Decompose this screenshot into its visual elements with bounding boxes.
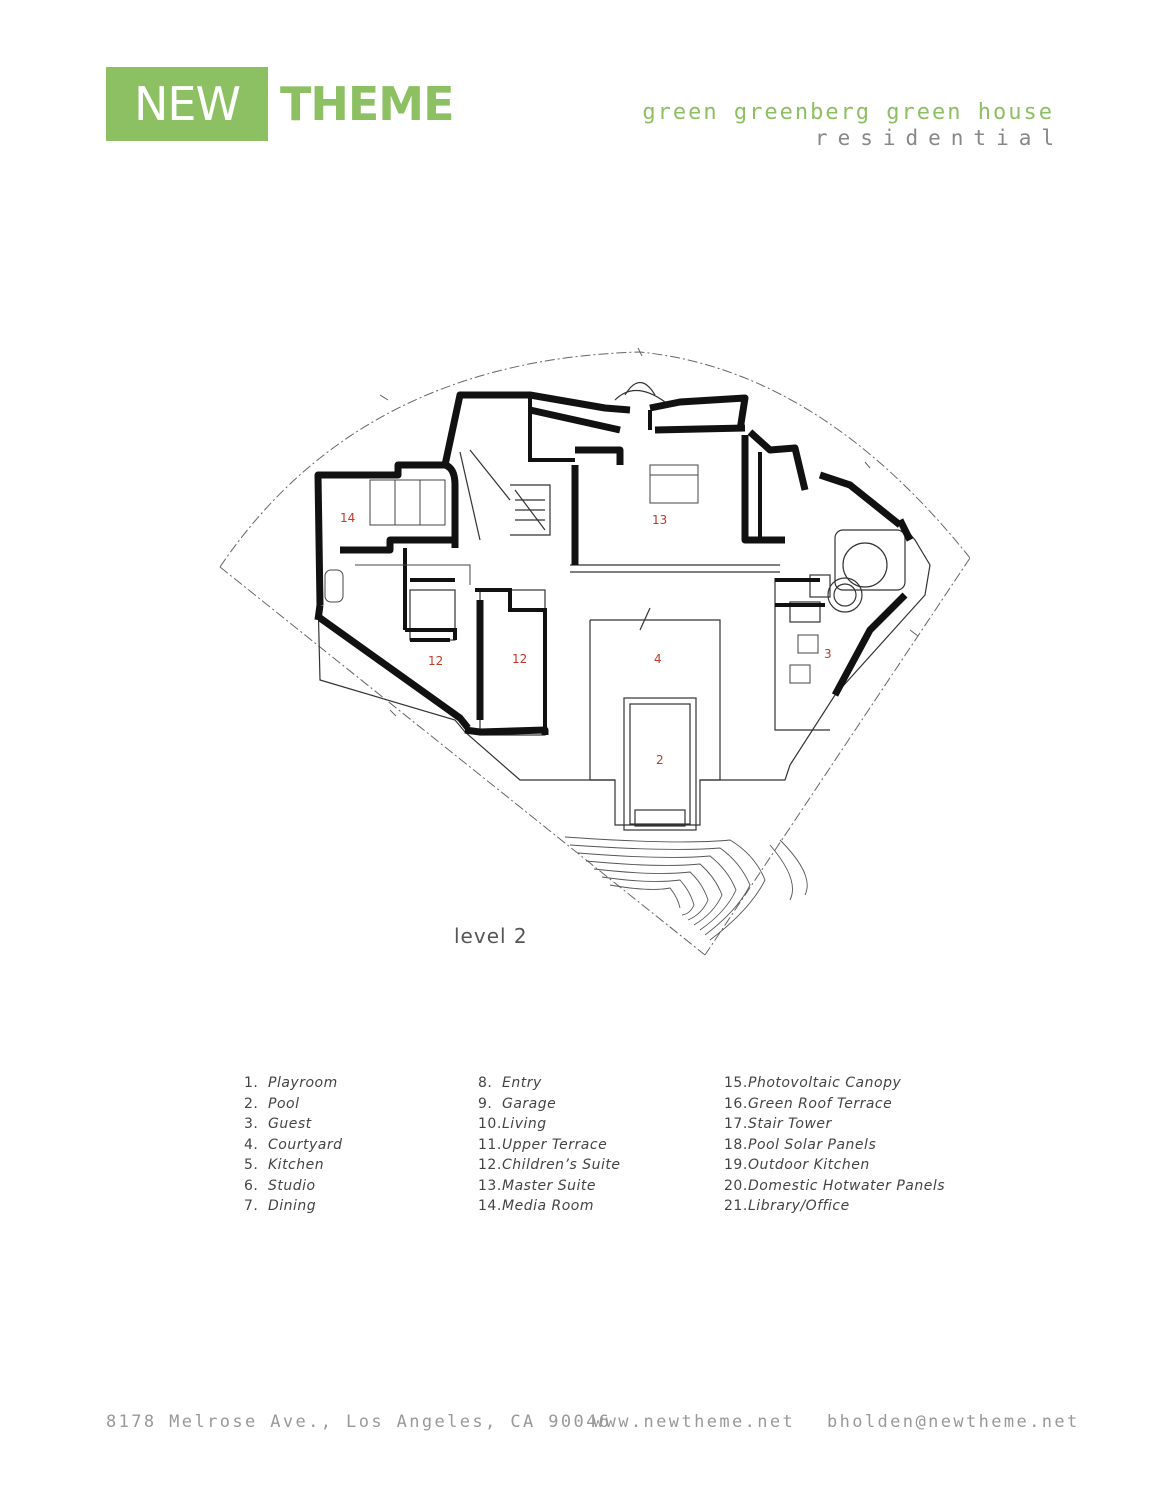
- legend-item: 7. Dining: [244, 1196, 342, 1217]
- legend-number: 3.: [244, 1116, 259, 1132]
- legend-item: 19.Outdoor Kitchen: [724, 1155, 945, 1176]
- legend-number: 16.: [724, 1095, 748, 1112]
- project-name: green greenberg green house: [642, 100, 1054, 125]
- legend-number: 15.: [724, 1075, 748, 1091]
- legend-item: 8. Entry: [478, 1073, 621, 1094]
- furniture: [324, 464, 819, 684]
- legend-number: 17.: [724, 1116, 748, 1132]
- legend-number: 19.: [724, 1157, 748, 1173]
- legend-number: 21.: [724, 1198, 748, 1214]
- legend-number: 7.: [244, 1198, 259, 1214]
- legend-item: 10.Living: [478, 1114, 621, 1135]
- legend-item: 1. Playroom: [244, 1073, 342, 1094]
- room-label-14: 14: [340, 511, 355, 525]
- legend-item: 3. Guest: [244, 1114, 342, 1135]
- legend-label: Courtyard: [268, 1136, 343, 1153]
- legend-label: Pool Solar Panels: [748, 1136, 877, 1153]
- room-label-2: 2: [656, 753, 664, 767]
- footer-website[interactable]: www.newtheme.net: [593, 1412, 796, 1432]
- logo-theme-text: THEME: [280, 77, 454, 131]
- legend-label: Playroom: [268, 1075, 338, 1091]
- legend-number: 1.: [244, 1075, 259, 1091]
- legend-column-2: 8. Entry 9. Garage 10.Living 11.Upper Terr…: [478, 1073, 621, 1217]
- room-label-3: 3: [824, 647, 832, 661]
- logo-new-text: NEW: [134, 77, 241, 131]
- project-title-block: green greenberg green house residential: [642, 100, 1054, 150]
- legend-item: 15.Photovoltaic Canopy: [724, 1073, 945, 1094]
- exterior-walls: [314, 391, 914, 736]
- legend-item: 20.Domestic Hotwater Panels: [724, 1176, 945, 1197]
- legend-label: Kitchen: [268, 1157, 325, 1173]
- footer-address: 8178 Melrose Ave., Los Angeles, CA 90046: [106, 1412, 612, 1432]
- legend-item: 12.Children’s Suite: [478, 1155, 621, 1176]
- footer-email[interactable]: bholden@newtheme.net: [827, 1412, 1080, 1432]
- legend-item: 11.Upper Terrace: [478, 1135, 621, 1156]
- room-label-12a: 12: [428, 654, 443, 668]
- legend-label: Domestic Hotwater Panels: [748, 1177, 946, 1194]
- legend-item: 9. Garage: [478, 1094, 621, 1115]
- legend-item: 6. Studio: [244, 1176, 342, 1197]
- project-type: residential: [814, 126, 1064, 150]
- floor-plan-drawing: 14 13 12 12 4 3 2: [219, 347, 970, 956]
- terrain-contours: [564, 836, 808, 941]
- legend-label: Media Room: [502, 1198, 594, 1214]
- legend-item: 13.Master Suite: [478, 1176, 621, 1197]
- interior-walls: [403, 395, 825, 730]
- legend-label: Studio: [268, 1177, 316, 1194]
- logo-green-box: NEW: [106, 67, 268, 141]
- legend-number: 10.: [478, 1116, 502, 1132]
- legend-item: 16.Green Roof Terrace: [724, 1094, 945, 1115]
- legend-item: 18.Pool Solar Panels: [724, 1135, 945, 1156]
- legend-label: Entry: [502, 1075, 542, 1091]
- legend-column-1: 1. Playroom 2. Pool 3. Guest 4. Courtyard 5.…: [244, 1073, 342, 1217]
- legend-number: 11.: [478, 1136, 502, 1153]
- legend-label: Guest: [268, 1116, 312, 1132]
- legend-item: 2. Pool: [244, 1094, 342, 1115]
- room-label-4: 4: [654, 652, 662, 666]
- legend-label: Stair Tower: [748, 1116, 832, 1132]
- legend-number: 6.: [244, 1177, 259, 1194]
- legend-item: 5. Kitchen: [244, 1155, 342, 1176]
- boundary-ticks: [379, 347, 919, 717]
- company-logo: NEW THEME: [106, 67, 454, 141]
- legend-label: Upper Terrace: [502, 1136, 608, 1153]
- legend-label: Dining: [268, 1198, 317, 1214]
- legend-label: Pool: [268, 1095, 300, 1112]
- legend-number: 5.: [244, 1157, 259, 1173]
- legend-number: 13.: [478, 1177, 502, 1194]
- room-label-12b: 12: [512, 652, 527, 666]
- legend-item: 4. Courtyard: [244, 1135, 342, 1156]
- legend-label: Master Suite: [502, 1177, 597, 1194]
- legend-number: 12.: [478, 1157, 502, 1173]
- legend-label: Green Roof Terrace: [748, 1095, 893, 1112]
- legend-label: Children’s Suite: [502, 1157, 621, 1173]
- legend-label: Outdoor Kitchen: [748, 1157, 870, 1173]
- legend-number: 4.: [244, 1136, 259, 1153]
- legend-item: 14.Media Room: [478, 1196, 621, 1217]
- legend-number: 2.: [244, 1095, 259, 1112]
- room-label-13: 13: [652, 513, 667, 527]
- legend-item: 21.Library/Office: [724, 1196, 945, 1217]
- legend-number: 14.: [478, 1198, 502, 1214]
- room-labels: 14 13 12 12 4 3 2: [340, 511, 832, 767]
- legend-label: Library/Office: [748, 1198, 850, 1214]
- legend-number: 18.: [724, 1136, 748, 1153]
- legend-item: 17.Stair Tower: [724, 1114, 945, 1135]
- legend-label: Garage: [502, 1095, 557, 1112]
- legend-label: Photovoltaic Canopy: [748, 1075, 902, 1091]
- legend-label: Living: [502, 1116, 547, 1132]
- legend-number: 8.: [478, 1075, 493, 1091]
- level-label: level 2: [454, 924, 528, 948]
- legend-number: 9.: [478, 1095, 493, 1112]
- legend-column-3: 15.Photovoltaic Canopy 16.Green Roof Ter…: [724, 1073, 945, 1217]
- legend-number: 20.: [724, 1177, 748, 1194]
- floor-outline: [317, 381, 931, 831]
- site-boundary: [219, 351, 970, 956]
